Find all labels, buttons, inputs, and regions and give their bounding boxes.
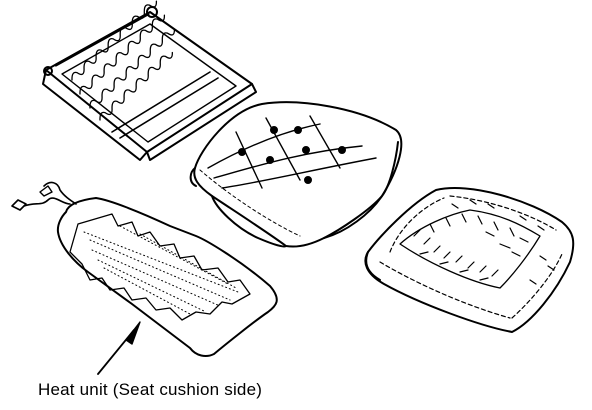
heat-unit <box>11 181 278 357</box>
heat-unit-label: Heat unit (Seat cushion side) <box>38 380 263 399</box>
seat-springs <box>71 0 176 121</box>
callout-arrow <box>97 321 141 375</box>
seat-cushion-cover <box>364 187 575 333</box>
seat-cushion-pad <box>189 101 403 248</box>
seat-cushion-frame <box>42 0 257 161</box>
